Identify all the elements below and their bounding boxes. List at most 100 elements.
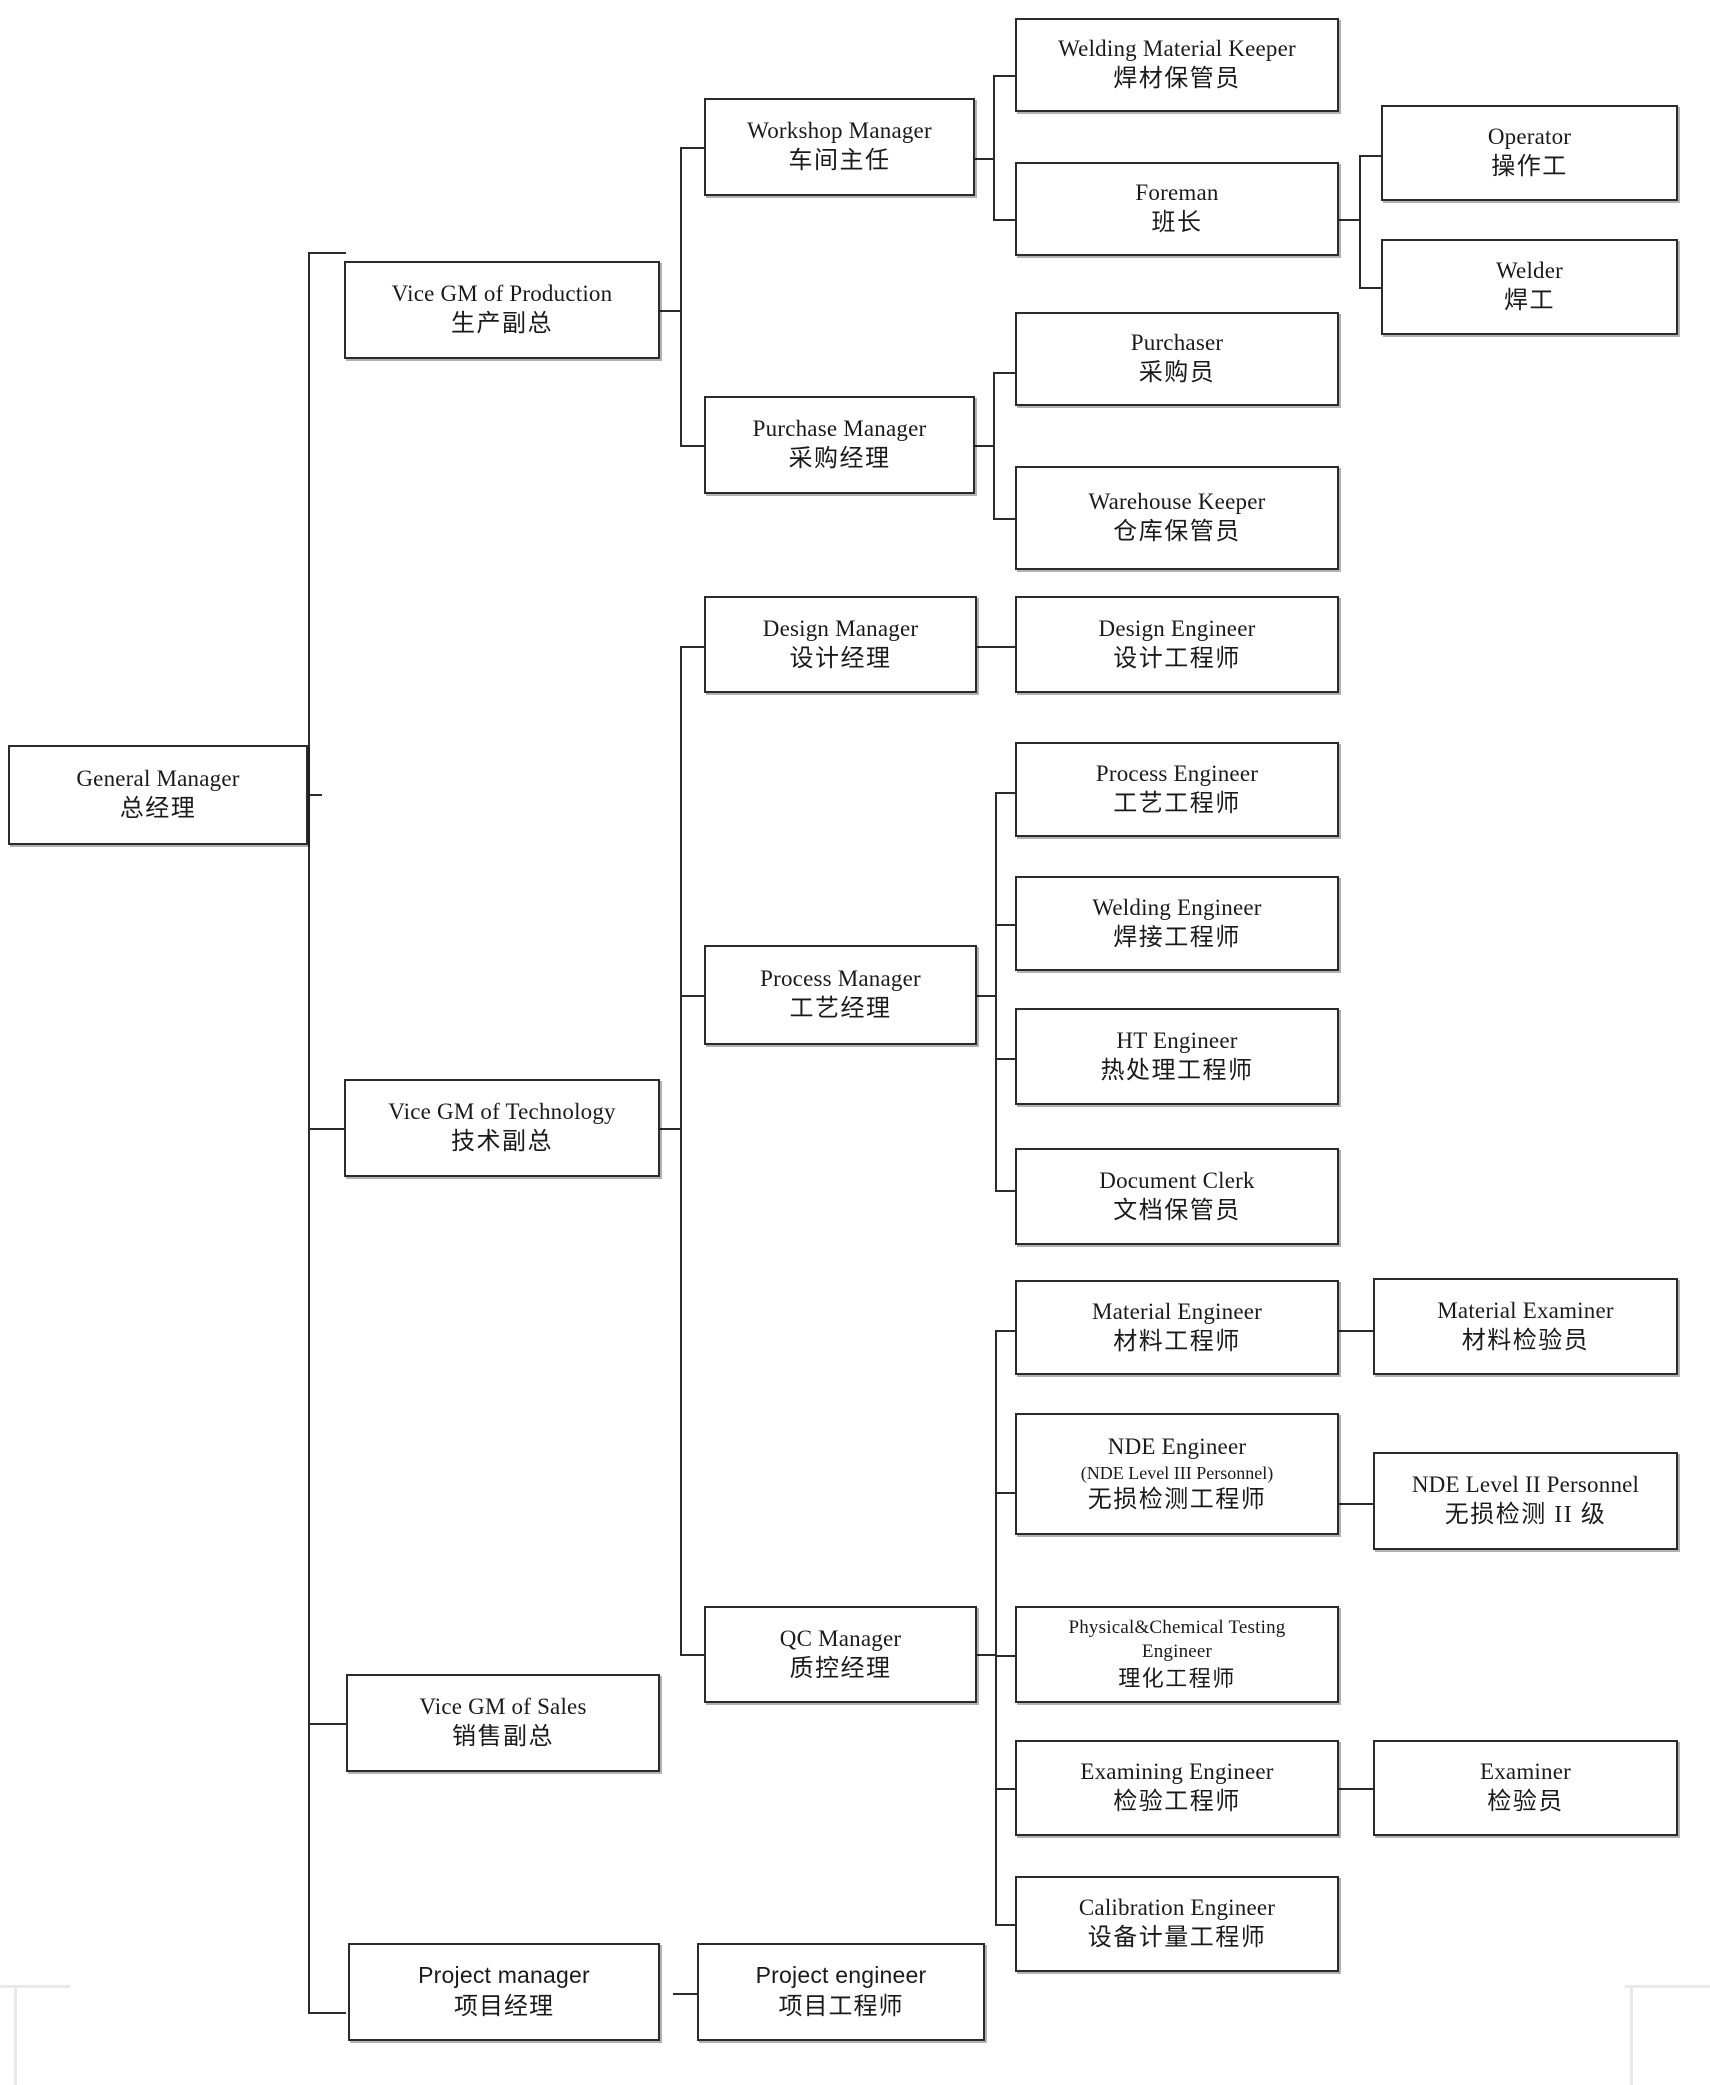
node-foreman-zh: 班长 bbox=[1151, 210, 1203, 237]
edge-qc-to-examining-engineer bbox=[995, 1788, 1017, 1790]
node-nde-engineer-sub: (NDE Level III Personnel) bbox=[1080, 1462, 1274, 1483]
node-examiner[interactable]: Examiner 检验员 bbox=[1373, 1740, 1678, 1836]
node-material-examiner[interactable]: Material Examiner 材料检验员 bbox=[1373, 1278, 1678, 1375]
edge-qc-to-nde-engineer bbox=[995, 1492, 1017, 1494]
node-qc-manager-en: QC Manager bbox=[779, 1625, 902, 1651]
node-physical-chemical-engineer-en: Physical&Chemical Testing Engineer bbox=[1068, 1616, 1286, 1663]
node-material-engineer[interactable]: Material Engineer 材料工程师 bbox=[1015, 1280, 1339, 1375]
edge-process-to-process-engineer bbox=[995, 792, 1017, 794]
edge-vgmtech-to-qc-manager bbox=[680, 1654, 704, 1656]
edge-process-to-ht-engineer bbox=[995, 1058, 1017, 1060]
node-warehouse-keeper-zh: 仓库保管员 bbox=[1113, 519, 1241, 546]
node-project-engineer-en: Project engineer bbox=[755, 1962, 927, 1989]
node-vgm-technology-en: Vice GM of Technology bbox=[388, 1099, 616, 1125]
trunk-main bbox=[308, 252, 310, 2012]
node-calibration-engineer-en: Calibration Engineer bbox=[1078, 1895, 1276, 1921]
node-purchaser[interactable]: Purchaser 采购员 bbox=[1015, 312, 1339, 406]
node-examining-engineer-zh: 检验工程师 bbox=[1113, 1789, 1241, 1816]
node-project-manager[interactable]: Project manager 项目经理 bbox=[348, 1943, 660, 2041]
edge-qc-to-calibration-engineer bbox=[995, 1924, 1017, 1926]
node-operator-zh: 操作工 bbox=[1491, 154, 1568, 181]
node-material-examiner-en: Material Examiner bbox=[1437, 1297, 1614, 1323]
node-purchaser-zh: 采购员 bbox=[1138, 360, 1216, 387]
node-calibration-engineer-zh: 设备计量工程师 bbox=[1087, 1925, 1267, 1952]
node-general-manager[interactable]: General Manager 总经理 bbox=[8, 745, 308, 845]
node-purchaser-en: Purchaser bbox=[1130, 330, 1224, 356]
node-welding-engineer-en: Welding Engineer bbox=[1092, 894, 1262, 920]
node-vgm-technology[interactable]: Vice GM of Technology 技术副总 bbox=[344, 1079, 660, 1177]
edge-qc-to-physical-chemical-engineer bbox=[995, 1655, 1017, 1657]
node-operator[interactable]: Operator 操作工 bbox=[1381, 105, 1678, 201]
node-foreman[interactable]: Foreman 班长 bbox=[1015, 162, 1339, 256]
page-corner-mark-bottom-left bbox=[0, 1985, 70, 2085]
node-calibration-engineer[interactable]: Calibration Engineer 设备计量工程师 bbox=[1015, 1876, 1339, 1972]
node-qc-manager-zh: 质控经理 bbox=[789, 1655, 892, 1682]
edge-purchase-to-warehouse-keeper bbox=[993, 518, 1015, 520]
node-purchase-manager[interactable]: Purchase Manager 采购经理 bbox=[704, 396, 975, 494]
node-nde-level-ii-personnel[interactable]: NDE Level II Personnel 无损检测 II 级 bbox=[1373, 1452, 1678, 1550]
trunk-workshop bbox=[993, 75, 995, 221]
edge-workshop-to-foreman bbox=[993, 219, 1015, 221]
trunk-vgmprod bbox=[680, 147, 682, 447]
node-workshop-manager[interactable]: Workshop Manager 车间主任 bbox=[704, 98, 975, 196]
node-vgm-sales[interactable]: Vice GM of Sales 销售副总 bbox=[346, 1674, 660, 1772]
node-material-engineer-zh: 材料工程师 bbox=[1113, 1328, 1241, 1355]
edge-gm-to-vgm-sales bbox=[308, 1723, 346, 1725]
node-warehouse-keeper[interactable]: Warehouse Keeper 仓库保管员 bbox=[1015, 466, 1339, 570]
node-physical-chemical-engineer-zh: 理化工程师 bbox=[1118, 1665, 1236, 1691]
trunk-foreman bbox=[1359, 155, 1361, 287]
node-vgm-sales-en: Vice GM of Sales bbox=[419, 1694, 587, 1720]
node-process-manager[interactable]: Process Manager 工艺经理 bbox=[704, 945, 977, 1045]
node-project-engineer-zh: 项目工程师 bbox=[778, 1993, 904, 2021]
node-welding-material-keeper-en: Welding Material Keeper bbox=[1058, 36, 1296, 62]
node-vgm-production[interactable]: Vice GM of Production 生产副总 bbox=[344, 261, 660, 359]
trunk-purchase bbox=[993, 372, 995, 518]
edge-qc-stub bbox=[977, 1654, 997, 1656]
node-vgm-sales-zh: 销售副总 bbox=[452, 1724, 554, 1751]
node-ht-engineer-en: HT Engineer bbox=[1116, 1027, 1238, 1053]
node-process-manager-en: Process Manager bbox=[760, 966, 921, 992]
node-workshop-manager-zh: 车间主任 bbox=[788, 148, 891, 175]
node-material-engineer-en: Material Engineer bbox=[1091, 1298, 1263, 1324]
node-process-engineer[interactable]: Process Engineer 工艺工程师 bbox=[1015, 742, 1339, 837]
edge-material-engineer-to-material-examiner bbox=[1339, 1330, 1373, 1332]
node-examining-engineer[interactable]: Examining Engineer 检验工程师 bbox=[1015, 1740, 1339, 1836]
edge-vgmtech-to-design-manager bbox=[680, 646, 704, 648]
trunk-qc bbox=[995, 1330, 997, 1924]
edge-workshop-to-welding-material-keeper bbox=[993, 75, 1015, 77]
node-document-clerk[interactable]: Document Clerk 文档保管员 bbox=[1015, 1148, 1339, 1245]
node-nde-engineer[interactable]: NDE Engineer (NDE Level III Personnel) 无… bbox=[1015, 1413, 1339, 1535]
node-welder-zh: 焊工 bbox=[1504, 288, 1555, 315]
node-nde-engineer-en: NDE Engineer bbox=[1107, 1433, 1247, 1459]
node-material-examiner-zh: 材料检验员 bbox=[1461, 1327, 1590, 1354]
node-purchase-manager-zh: 采购经理 bbox=[788, 446, 891, 473]
node-warehouse-keeper-en: Warehouse Keeper bbox=[1088, 489, 1266, 515]
node-project-manager-zh: 项目经理 bbox=[454, 1993, 554, 2021]
node-nde-engineer-zh: 无损检测工程师 bbox=[1087, 1487, 1267, 1514]
edge-purchase-stub bbox=[975, 445, 995, 447]
node-qc-manager[interactable]: QC Manager 质控经理 bbox=[704, 1606, 977, 1703]
node-process-engineer-zh: 工艺工程师 bbox=[1113, 790, 1241, 817]
node-ht-engineer[interactable]: HT Engineer 热处理工程师 bbox=[1015, 1008, 1339, 1105]
node-welder-en: Welder bbox=[1495, 258, 1564, 284]
node-project-engineer[interactable]: Project engineer 项目工程师 bbox=[697, 1943, 985, 2041]
trunk-vgmtech bbox=[680, 646, 682, 1654]
edge-purchase-to-purchaser bbox=[993, 372, 1015, 374]
edge-vgmtech-stub bbox=[660, 1128, 682, 1130]
node-examiner-en: Examiner bbox=[1479, 1759, 1571, 1785]
node-ht-engineer-zh: 热处理工程师 bbox=[1100, 1057, 1254, 1084]
node-examiner-zh: 检验员 bbox=[1487, 1789, 1564, 1816]
node-general-manager-zh: 总经理 bbox=[119, 796, 197, 823]
page-corner-mark-bottom-right bbox=[1625, 1985, 1710, 2085]
edge-process-to-document-clerk bbox=[995, 1190, 1017, 1192]
node-design-manager[interactable]: Design Manager 设计经理 bbox=[704, 596, 977, 693]
node-physical-chemical-engineer[interactable]: Physical&Chemical Testing Engineer 理化工程师 bbox=[1015, 1606, 1339, 1703]
node-welding-engineer[interactable]: Welding Engineer 焊接工程师 bbox=[1015, 876, 1339, 971]
node-vgm-technology-zh: 技术副总 bbox=[451, 1129, 553, 1156]
node-welder[interactable]: Welder 焊工 bbox=[1381, 239, 1678, 335]
node-welding-material-keeper[interactable]: Welding Material Keeper 焊材保管员 bbox=[1015, 18, 1339, 112]
node-design-engineer[interactable]: Design Engineer 设计工程师 bbox=[1015, 596, 1339, 693]
node-welding-material-keeper-zh: 焊材保管员 bbox=[1113, 66, 1241, 93]
edge-project-manager-to-project-engineer bbox=[673, 1993, 697, 1995]
